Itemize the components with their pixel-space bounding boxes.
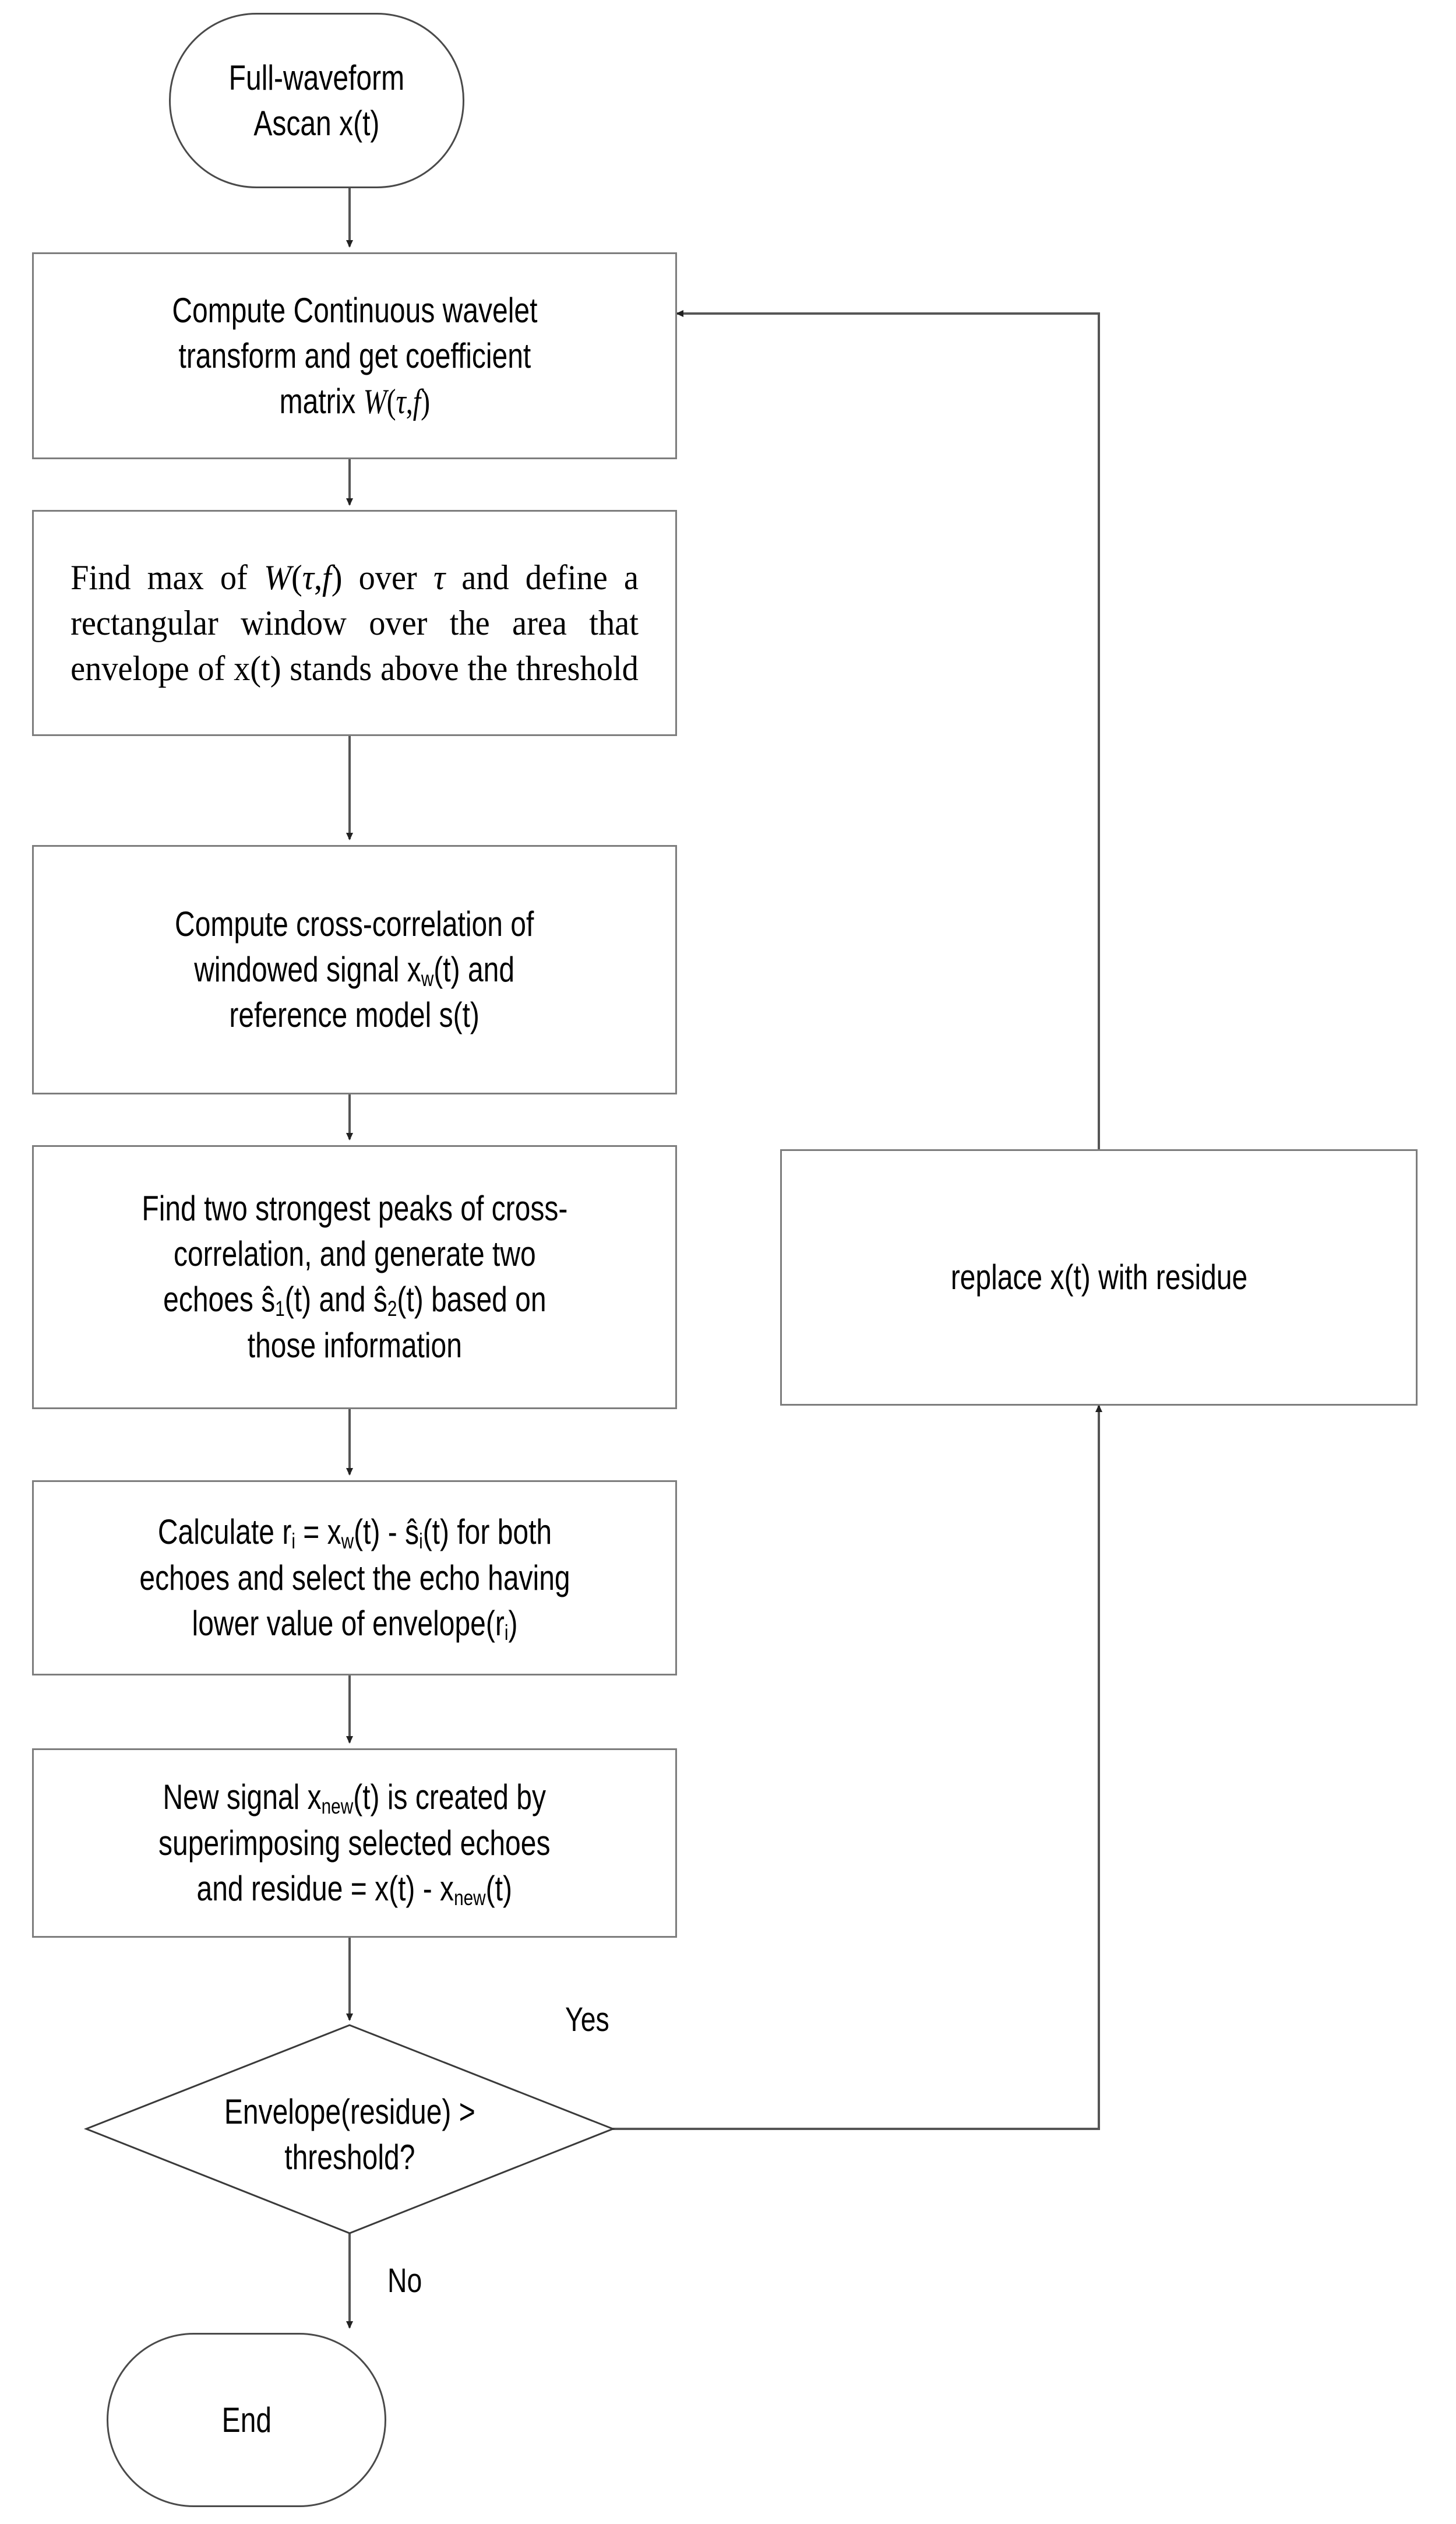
math-paren-close-2: ): [331, 558, 343, 597]
subscript-2: 2: [387, 1296, 397, 1321]
node-newsignal-line1a: New signal x: [163, 1777, 322, 1817]
node-residual-line1b: = x: [295, 1512, 341, 1551]
math-tau-2: τ: [302, 558, 314, 597]
node-replace-label: replace x(t) with residue: [950, 1258, 1247, 1297]
node-newsignal-line1b: (t) is created by: [353, 1777, 547, 1817]
node-twopeaks-line4: those information: [247, 1325, 462, 1365]
node-twopeaks-line1: Find two strongest peaks of cross-: [142, 1189, 567, 1228]
math-comma: ,: [406, 382, 413, 421]
node-twopeaks-line2: correlation, and generate two: [173, 1234, 536, 1274]
node-end[interactable]: End: [107, 2333, 386, 2507]
node-twopeaks-line3b: (t) and ŝ: [284, 1280, 387, 1319]
node-replace[interactable]: replace x(t) with residue: [780, 1149, 1418, 1406]
node-crosscorr-line1: Compute cross-correlation of: [175, 904, 534, 944]
node-start-line2: Ascan x(t): [253, 103, 380, 143]
node-residual-line3a: lower value of envelope(r: [192, 1603, 505, 1643]
subscript-i-2: i: [418, 1529, 423, 1554]
node-end-label: End: [221, 2400, 272, 2439]
math-paren-open: (: [386, 382, 396, 421]
node-newsignal-line2: superimposing selected echoes: [158, 1823, 551, 1863]
edge-label-no: No: [387, 2262, 422, 2300]
subscript-i: i: [291, 1529, 295, 1554]
node-crosscorr-line3: reference model s(t): [229, 995, 480, 1035]
subscript-new-2: new: [454, 1885, 486, 1910]
math-paren-close: ): [420, 382, 430, 421]
node-cwt-line1: Compute Continuous wavelet: [171, 290, 538, 330]
node-twopeaks-label: Find two strongest peaks of cross-correl…: [142, 1186, 567, 1368]
math-f-2: f: [322, 558, 332, 597]
subscript-new: new: [321, 1794, 354, 1819]
subscript-1: 1: [274, 1296, 285, 1321]
node-twopeaks[interactable]: Find two strongest peaks of cross-correl…: [32, 1145, 677, 1409]
node-decision-line2: threshold?: [284, 2137, 415, 2177]
node-findmax-seg3: and define a rectangular window over the…: [70, 558, 647, 688]
node-decision[interactable]: Envelope(residue) > threshold?: [86, 2025, 613, 2233]
node-twopeaks-line3a: echoes ŝ: [163, 1280, 275, 1319]
math-W-2: W: [263, 558, 291, 597]
node-residual-line1c: (t) - ŝ: [353, 1512, 419, 1551]
node-twopeaks-line3c: (t) based on: [397, 1280, 547, 1319]
node-crosscorr-line2a: windowed signal x: [194, 949, 422, 989]
node-cwt-line2: transform and get coefficient: [178, 336, 531, 375]
node-findmax[interactable]: Find max of W(τ,f) over τ and define a r…: [32, 510, 677, 736]
math-f: f: [413, 382, 421, 421]
node-decision-line1: Envelope(residue) >: [224, 2092, 475, 2131]
subscript-w-2: w: [341, 1529, 354, 1554]
node-crosscorr-label: Compute cross-correlation of windowed sig…: [175, 902, 534, 1039]
node-start-line1: Full-waveform: [228, 58, 405, 97]
node-cwt[interactable]: Compute Continuous wavelet transform and …: [32, 252, 677, 459]
edge-replace-to-cwt: [676, 310, 1100, 1149]
node-findmax-label: Find max of W(τ,f) over τ and define a r…: [65, 555, 644, 691]
node-residual-line2: echoes and select the echo having: [139, 1558, 570, 1597]
node-newsignal-line3b: (t): [485, 1868, 513, 1908]
node-newsignal-line3a: and residue = x(t) - x: [196, 1868, 454, 1908]
node-cwt-line3-prefix: matrix: [279, 381, 364, 421]
subscript-i-3: i: [504, 1620, 508, 1645]
math-paren-open-2: (: [291, 558, 302, 597]
node-crosscorr[interactable]: Compute cross-correlation of windowed sig…: [32, 845, 677, 1094]
node-residual-line1a: Calculate r: [157, 1512, 291, 1551]
math-tau: τ: [396, 382, 406, 421]
math-comma-2: ,: [313, 558, 323, 597]
node-findmax-seg1: Find max of: [70, 558, 264, 597]
edge-label-yes: Yes: [565, 2001, 609, 2039]
node-crosscorr-line2b: (t) and: [433, 949, 515, 989]
subscript-w: w: [421, 966, 434, 991]
math-tau-3: τ: [433, 558, 446, 597]
math-W: W: [363, 382, 387, 421]
node-decision-label: Envelope(residue) > threshold?: [224, 2089, 475, 2180]
node-residual-line1d: (t) for both: [422, 1512, 552, 1551]
node-findmax-seg2: over: [342, 558, 433, 597]
node-cwt-label: Compute Continuous wavelet transform and …: [172, 288, 537, 424]
node-residual-line3b: ): [507, 1603, 517, 1643]
